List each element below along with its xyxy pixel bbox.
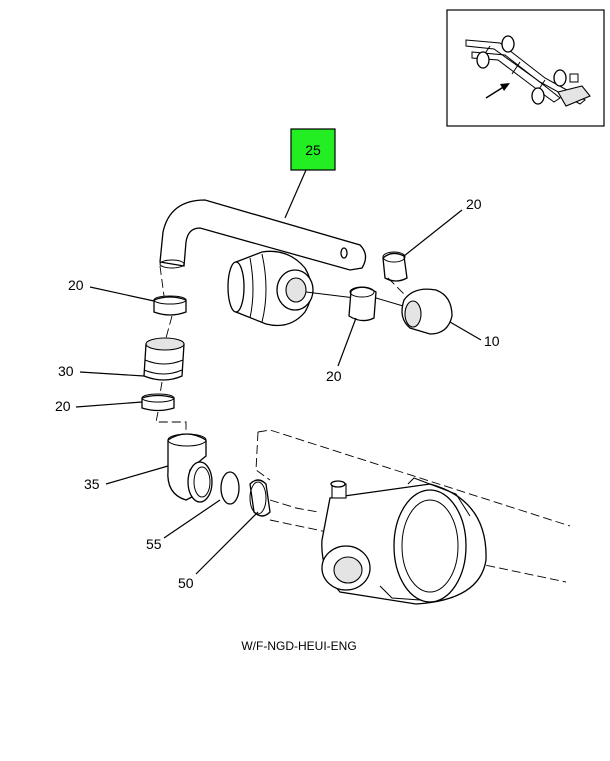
part-50-clamp [249,479,271,517]
callout-20-top-right-label: 20 [466,196,482,212]
part-20-clamp-left-upper [153,295,187,316]
part-30-connector [143,337,185,381]
callout-55-label: 55 [146,536,162,552]
callout-30-label: 30 [58,363,74,379]
part-25-intake-tube [159,199,367,271]
part-10-elbow [401,288,453,335]
part-20-clamp-left-lower [141,393,175,412]
chassis-locator-icon [465,35,591,107]
part-20-clamp-middle [348,286,377,322]
diagram-caption: W/F-NGD-HEUI-ENG [241,639,356,653]
callout-25-label: 25 [305,142,321,158]
callout-50-label: 50 [178,575,194,591]
locator-arrow-icon [485,83,510,99]
callout-10-label: 10 [484,333,500,349]
part-20-clamp-upper-right [382,251,408,282]
callout-20-left-upper-label: 20 [68,277,84,293]
callout-25-highlight-box [290,128,336,171]
locator-inset [446,9,605,127]
callout-20-left-lower-label: 20 [55,398,71,414]
part-55-seal [187,461,213,503]
callout-20-bottom-mid-label: 20 [326,368,342,384]
part-55-oring [220,471,240,505]
air-cleaner-housing [321,477,487,605]
turbo-housing [227,250,314,327]
callout-35-label: 35 [84,476,100,492]
